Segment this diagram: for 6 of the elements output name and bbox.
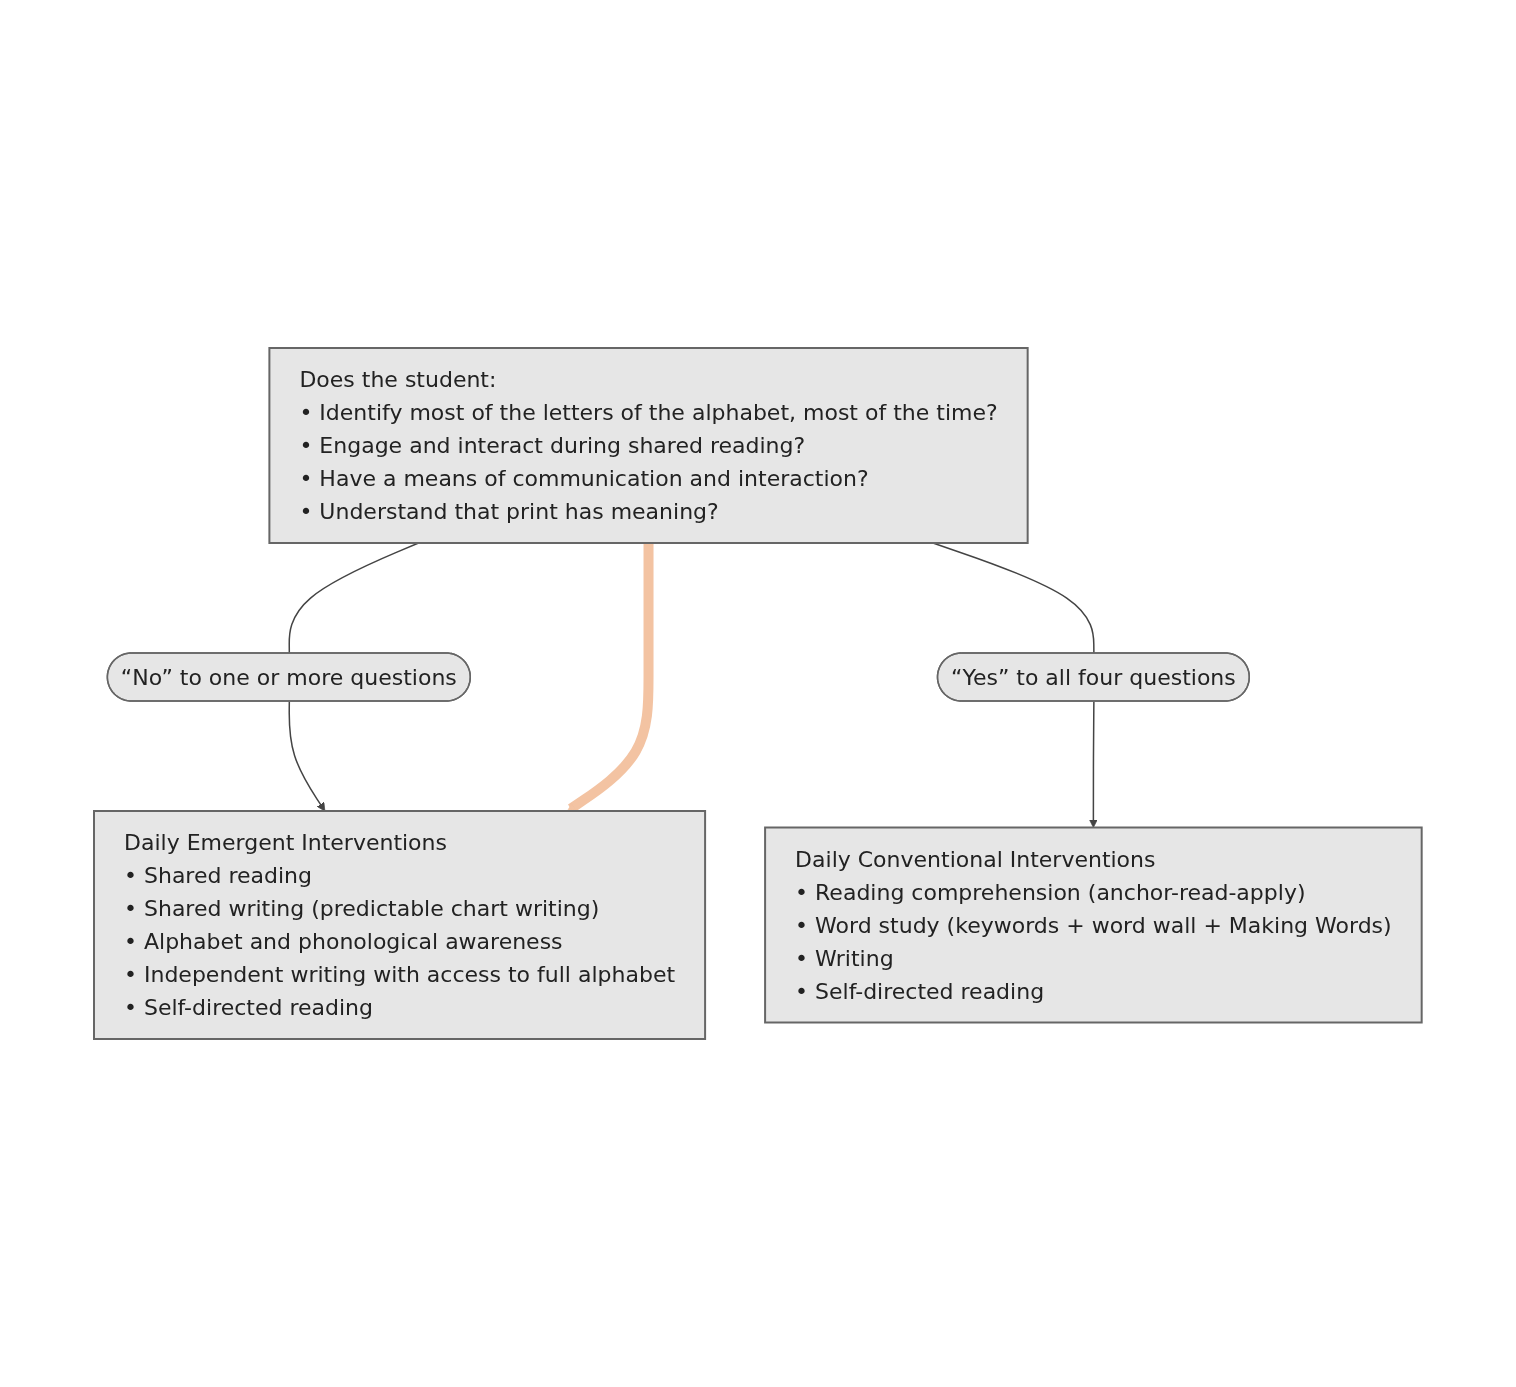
- node-box: Does the student: • Identify most of the letters of the alphabet, most of the time? • Engage and interact during shared reading? • Have a means of communication and interaction? • Understand that print has meaning?: [268, 347, 1029, 544]
- arrow: [288, 700, 326, 812]
- arrow: [567, 543, 654, 813]
- node-box: Daily Conventional Interventions • Reading comprehension (anchor-read-apply) • Word study (keywords + word wall + Making Words) • Writing • Self-directed reading: [764, 826, 1423, 1024]
- node-box: Daily Emergent Interventions • Shared reading • Shared writing (predictable chart writing) • Alphabet and phonological awareness • Independent writing with access to full alphabet • Self-directed reading: [93, 810, 707, 1040]
- arrow: [1089, 700, 1098, 828]
